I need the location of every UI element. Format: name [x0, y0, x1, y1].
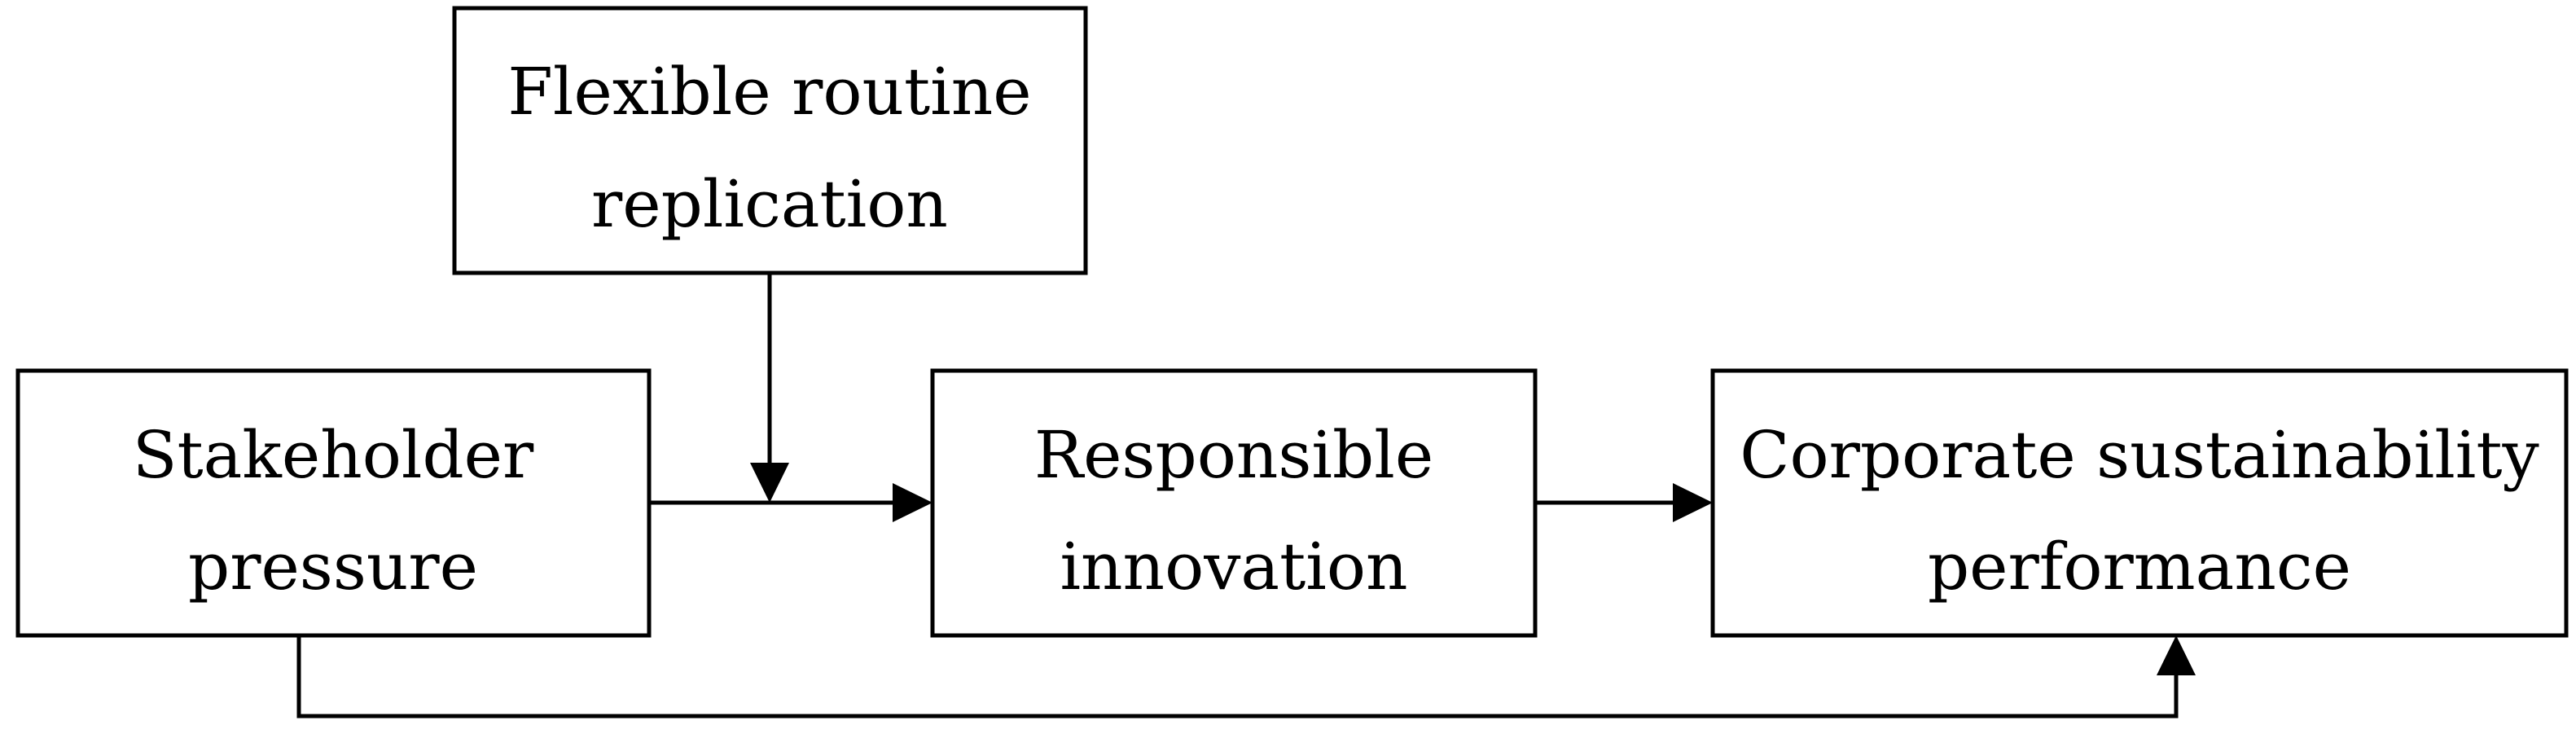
- arrow-direct-effect-head: [2157, 635, 2196, 675]
- arrow-stakeholder-to-innovation: [649, 483, 933, 522]
- arrow-innovation-to-performance-head: [1673, 483, 1713, 522]
- arrow-moderation-head: [750, 463, 789, 503]
- corporate-sustainability-performance-box: [1710, 368, 2569, 638]
- stakeholder-pressure-label-line1: Stakeholder: [133, 417, 534, 493]
- flexible-routine-replication-box: [452, 6, 1088, 275]
- flexible-routine-replication-node: Flexible routine replication: [452, 6, 1088, 275]
- arrow-moderation: [750, 273, 789, 503]
- stakeholder-pressure-label-line2: pressure: [188, 529, 478, 604]
- arrow-direct-effect: [296, 635, 2196, 719]
- stakeholder-pressure-node: Stakeholder pressure: [15, 368, 652, 638]
- responsible-innovation-label-line2: innovation: [1060, 529, 1407, 604]
- flexible-routine-replication-label-line1: Flexible routine: [507, 54, 1031, 130]
- responsible-innovation-node: Responsible innovation: [930, 368, 1538, 638]
- responsible-innovation-box: [930, 368, 1538, 638]
- arrow-stakeholder-to-innovation-head: [893, 483, 933, 522]
- corporate-sustainability-performance-node: Corporate sustainability performance: [1710, 368, 2569, 638]
- corporate-sustainability-performance-label-line1: Corporate sustainability: [1740, 417, 2539, 493]
- stakeholder-pressure-box: [15, 368, 652, 638]
- arrow-innovation-to-performance: [1535, 483, 1713, 522]
- responsible-innovation-label-line1: Responsible: [1034, 417, 1433, 493]
- arrow-direct-effect-shaft: [296, 635, 2179, 719]
- flexible-routine-replication-label-line2: replication: [591, 166, 948, 242]
- corporate-sustainability-performance-label-line2: performance: [1928, 529, 2351, 604]
